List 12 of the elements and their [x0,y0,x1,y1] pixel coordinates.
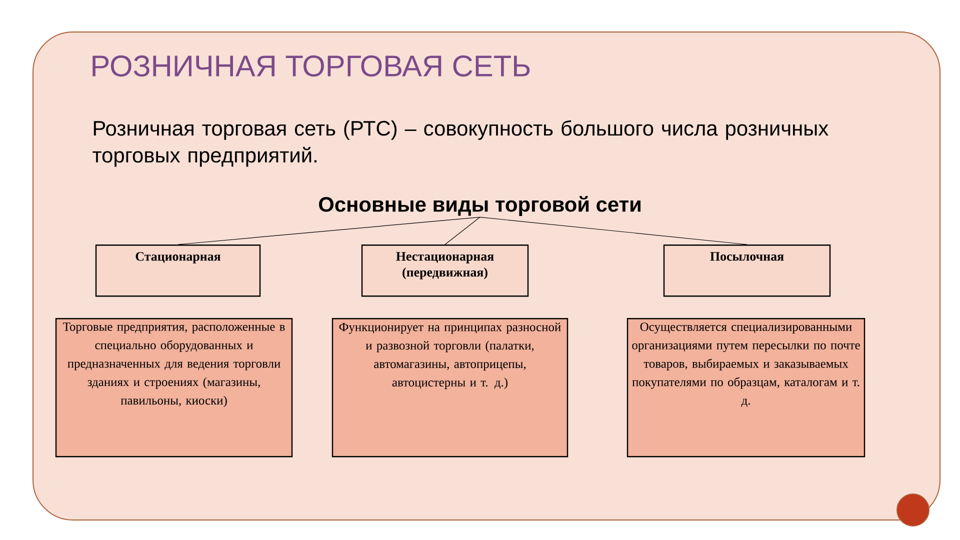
category-box: Посылочная [663,244,831,297]
connector-line [444,216,480,245]
description-box: Функционирует на принципах разносной и развозной торговли (палатки, автомагазины, автоприцепы, автоцистерны и т. д.) [332,318,568,458]
description-box: Осуществляется специализированными организациями путем пересылки по почте товаров, выбираемых и заказываемых покупателями по образцам, каталогам и т. д. [626,318,866,458]
slide-title: РОЗНИЧНАЯ ТОРГОВАЯ СЕТЬ [92,55,530,77]
connector-line [480,216,748,245]
definition-text: Розничная торговая сеть (РТС) – совокупность большого числа розничных торговых предприятий. [92,120,828,167]
heading-text: Основные виды торговой сети [319,196,640,216]
connector-line [178,216,480,245]
description-box: Торговые предприятия, расположенные в специально оборудованных и предназначенных для ведения торговли зданиях и строениях (магазины, павильоны, киоски) [55,318,293,458]
category-box: Нестационарная (передвижная) [361,244,529,297]
category-box: Стационарная [95,244,261,297]
